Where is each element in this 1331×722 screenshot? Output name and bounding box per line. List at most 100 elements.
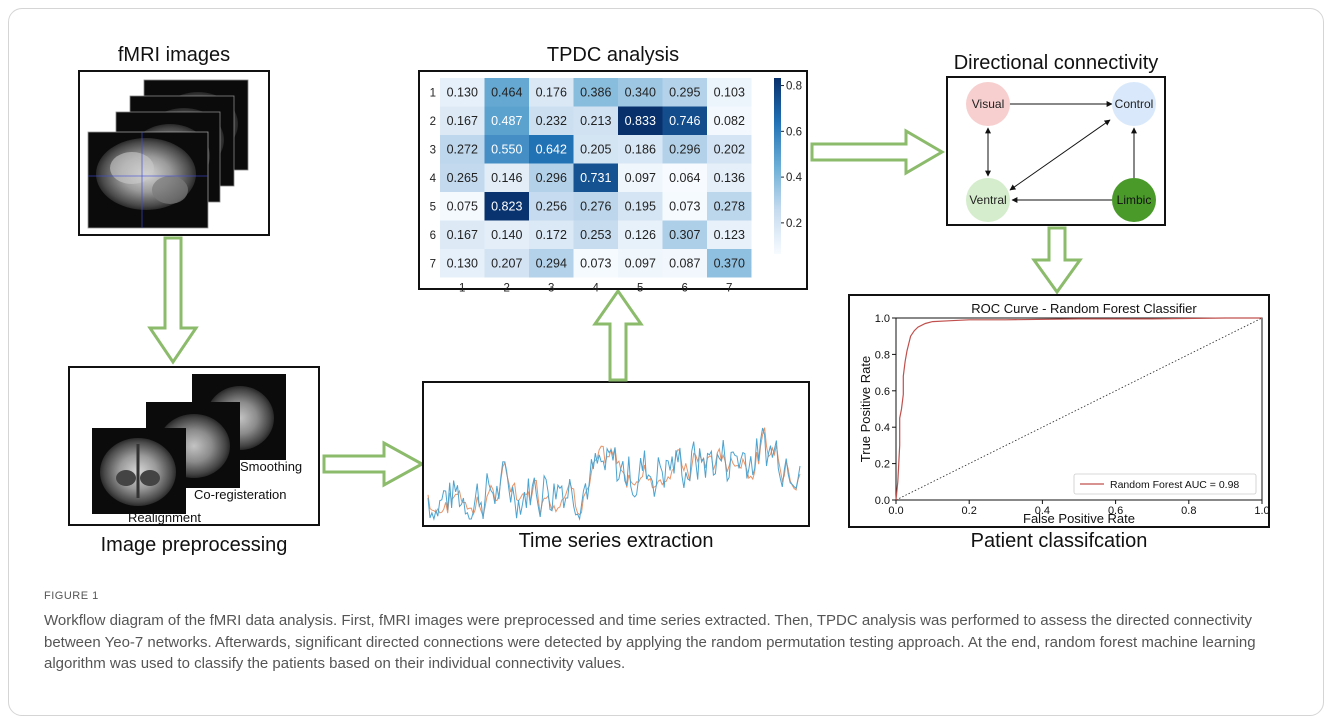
- heatmap-row-label: 5: [430, 201, 436, 213]
- colorbar-tick-label: 0.8: [786, 81, 802, 93]
- heatmap-col-label: 5: [637, 283, 643, 295]
- heatmap-cell: [707, 78, 752, 107]
- heatmap-cell-value: 0.256: [536, 199, 567, 213]
- heatmap-cell-value: 0.464: [491, 85, 522, 99]
- roc-y-tick-label: 0.2: [875, 459, 890, 471]
- heatmap-cell: [484, 220, 529, 249]
- roc-x-tick-label: 0.6: [1108, 505, 1123, 517]
- roc-x-tick-label: 1.0: [1254, 505, 1269, 517]
- heatmap-row-label: 4: [430, 173, 437, 185]
- arrow-to-preprocessing: [147, 236, 199, 365]
- heatmap-cell: [484, 249, 529, 278]
- heatmap-cell: [618, 220, 663, 249]
- heatmap-cell-value: 0.136: [714, 171, 745, 185]
- arrow-to-directional: [810, 128, 945, 176]
- heatmap-col-label: 7: [726, 283, 732, 295]
- heatmap-cell: [573, 192, 618, 221]
- node-ventral-label: Ventral: [969, 193, 1006, 207]
- roc-diagonal: [895, 317, 1263, 501]
- node-visual: [966, 82, 1010, 126]
- colorbar-tick-label: 0.6: [786, 126, 802, 138]
- node-control: [1112, 82, 1156, 126]
- heatmap-cell: [440, 106, 485, 135]
- node-control-label: Control: [1115, 97, 1154, 111]
- heatmap-cell: [529, 220, 574, 249]
- time-series-orange: [427, 427, 801, 519]
- heatmap-cell: [618, 135, 663, 164]
- heatmap-cell: [440, 249, 485, 278]
- roc-y-tick-label: 0.8: [875, 349, 890, 361]
- heatmap-row-label: 3: [430, 144, 436, 156]
- heatmap-cell: [440, 192, 485, 221]
- network-graph: Visual Control Ventral Limbic: [966, 82, 1156, 222]
- heatmap-cell-value: 0.823: [491, 199, 522, 213]
- heatmap-cell-value: 0.307: [669, 228, 700, 242]
- heatmap-cell: [618, 163, 663, 192]
- heatmap-cell: [484, 78, 529, 107]
- heatmap-cell: [707, 163, 752, 192]
- heatmap-cell-value: 0.487: [491, 114, 522, 128]
- heatmap-cell: [440, 135, 485, 164]
- heatmap-cell: [707, 106, 752, 135]
- colorbar-tick-label: 0.4: [786, 172, 803, 184]
- heatmap-cell-value: 0.205: [580, 142, 611, 156]
- roc-legend-label: Random Forest AUC = 0.98: [1110, 479, 1239, 491]
- colorbar: [774, 78, 781, 254]
- image-preprocessing-title: Image preprocessing: [100, 534, 288, 556]
- roc-ylabel: True Positive Rate: [858, 356, 873, 462]
- heatmap-col-label: 3: [548, 283, 554, 295]
- heatmap-col-label: 2: [504, 283, 510, 295]
- heatmap-cell-value: 0.295: [669, 85, 700, 99]
- heatmap-cell-value: 0.731: [580, 171, 611, 185]
- heatmap-cell-value: 0.073: [580, 256, 611, 270]
- heatmap-cell-value: 0.202: [714, 142, 745, 156]
- figure-label: FIGURE 1: [44, 590, 99, 602]
- fmri-stack-image: [87, 79, 249, 229]
- heatmap-cell: [440, 163, 485, 192]
- heatmap-cell-value: 0.207: [491, 256, 522, 270]
- heatmap-cell: [573, 220, 618, 249]
- heatmap-cell: [529, 135, 574, 164]
- heatmap-cell-value: 0.265: [447, 171, 478, 185]
- patient-classification-title: Patient classifcation: [970, 530, 1148, 552]
- heatmap-cell-value: 0.167: [447, 114, 478, 128]
- heatmap-cell-value: 0.186: [625, 142, 656, 156]
- heatmap-cell-value: 0.064: [669, 171, 700, 185]
- heatmap-cell-value: 0.097: [625, 171, 656, 185]
- heatmap-cell-value: 0.213: [580, 114, 611, 128]
- heatmap-cell: [707, 135, 752, 164]
- heatmap-cell: [618, 106, 663, 135]
- roc-x-tick-label: 0.4: [1035, 505, 1050, 517]
- node-limbic: [1112, 178, 1156, 222]
- preprocessing-slices: [92, 374, 286, 514]
- node-visual-label: Visual: [972, 97, 1004, 111]
- fmri-images-panel: [78, 70, 270, 236]
- heatmap-cell: [662, 192, 707, 221]
- roc-chart: ROC Curve - Random Forest Classifier 0.0…: [858, 301, 1270, 526]
- roc-xlabel: False Positive Rate: [1023, 511, 1135, 526]
- heatmap-cell: [618, 78, 663, 107]
- heatmap-cell: [484, 135, 529, 164]
- heatmap-cell-value: 0.130: [447, 85, 478, 99]
- heatmap-cell-value: 0.370: [714, 256, 745, 270]
- roc-panel: ROC Curve - Random Forest Classifier 0.0…: [848, 294, 1270, 528]
- heatmap-cell-value: 0.082: [714, 114, 745, 128]
- heatmap-cell: [662, 163, 707, 192]
- heatmap-cell: [662, 106, 707, 135]
- heatmap-cell: [707, 220, 752, 249]
- heatmap-row-label: 2: [430, 116, 436, 128]
- heatmap-cell-value: 0.130: [447, 256, 478, 270]
- heatmap-cell: [618, 249, 663, 278]
- heatmap-cell: [529, 249, 574, 278]
- roc-y-tick-label: 0.6: [875, 386, 890, 398]
- heatmap-cell: [529, 106, 574, 135]
- heatmap-cell-value: 0.278: [714, 199, 745, 213]
- roc-title: ROC Curve - Random Forest Classifier: [971, 301, 1197, 316]
- heatmap-cell: [573, 135, 618, 164]
- heatmap-cell: [618, 192, 663, 221]
- time-series-plot: [427, 427, 801, 521]
- roc-y-tick-label: 0.4: [875, 422, 890, 434]
